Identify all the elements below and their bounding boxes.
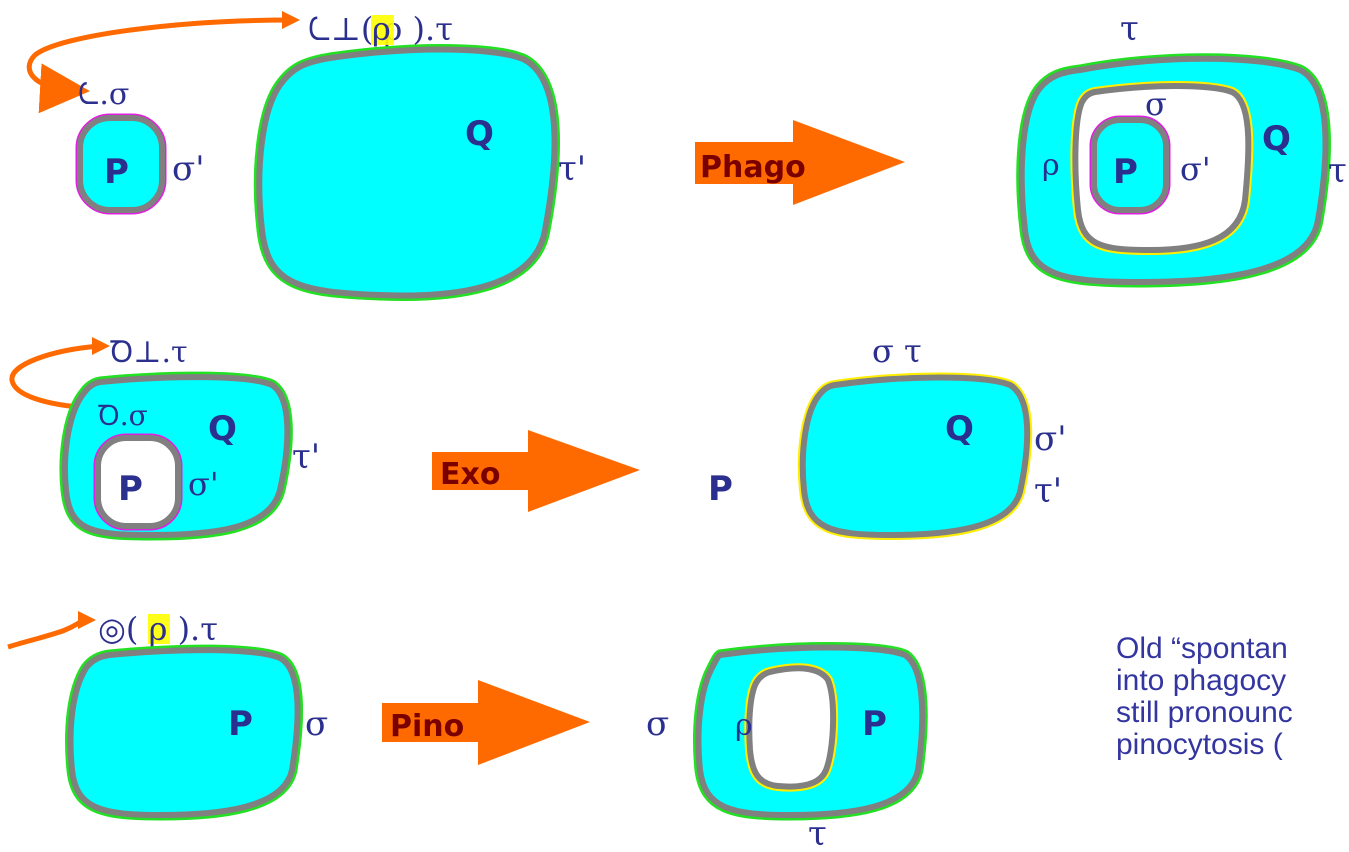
note-line-2: into phagocy xyxy=(1116,665,1349,697)
exo-interaction-arrow-head-top xyxy=(92,337,110,355)
historical-note: Old “spontan into phagocy still pronounc… xyxy=(1116,633,1349,761)
pino-after-tau: τ xyxy=(808,814,827,852)
p-label: P xyxy=(104,152,129,192)
pino-p-sigma: σ xyxy=(305,704,328,744)
phago-after-tau-prime: τ' xyxy=(1328,151,1349,191)
exo-after-sigma-prime: σ' xyxy=(1034,419,1067,459)
phago-interaction-arrow xyxy=(29,20,290,90)
pino-row: ◎( ρ ).τ P σ Pino σ ρ P τ xyxy=(8,610,922,852)
note-line-4: pinocytosis ( xyxy=(1116,729,1349,761)
exo-row: Ꝺ⊥.τ Ꝺ.σ Q P σ' τ' Exo P σ τ Q σ' τ' xyxy=(12,332,1067,535)
exo-p-sigma-prime: σ' xyxy=(188,465,219,503)
exo-q-tau-prime: τ' xyxy=(292,437,320,477)
pino-interaction-arrow xyxy=(8,620,84,647)
phago-after-tau: τ xyxy=(1120,9,1139,49)
phago-after-rho: ρ xyxy=(1042,148,1060,183)
exo-q-label: Q xyxy=(208,409,237,449)
pino-vacuole xyxy=(749,668,833,786)
exo-after-top: σ τ xyxy=(872,332,922,370)
pino-after-sigma: σ xyxy=(646,704,669,744)
q-cell xyxy=(259,50,554,296)
exo-p-label: P xyxy=(118,469,143,509)
exo-cup-label: Ꝺ⊥.τ xyxy=(110,335,188,370)
pino-p-cell xyxy=(71,650,298,815)
pino-prefix: ◎( xyxy=(98,610,138,648)
phago-after-p-label: P xyxy=(1113,152,1138,192)
exo-after-q-label: Q xyxy=(945,409,974,449)
p-sigma-prime: σ' xyxy=(172,149,205,189)
pino-label: ◎( ρ ).τ xyxy=(98,610,218,648)
exo-after-q-cell xyxy=(803,378,1027,536)
exo-cap-label: Ꝺ.σ xyxy=(98,399,148,432)
pino-after-p-label: P xyxy=(862,704,887,744)
note-line-3: still pronounc xyxy=(1116,697,1349,729)
q-tau-prime: τ' xyxy=(558,149,586,189)
exo-after-p-label: P xyxy=(708,469,733,509)
pino-after-rho: ρ xyxy=(735,708,753,743)
phago-after-sigma-prime: σ' xyxy=(1180,150,1211,188)
exo-op-label: Exo xyxy=(440,457,500,492)
pino-rho: ρ xyxy=(149,610,168,648)
exo-after-tau-prime: τ' xyxy=(1034,471,1062,511)
cup-rho-overlay: ρ xyxy=(372,10,391,48)
note-line-1: Old “spontan xyxy=(1116,633,1349,665)
pino-suffix: ).τ xyxy=(178,610,218,648)
cup-suffix: ).τ xyxy=(413,10,453,48)
q-label: Q xyxy=(465,114,494,154)
cup-prefix: ᘇ⊥( xyxy=(308,10,373,48)
pino-interaction-arrow-head xyxy=(78,611,96,629)
pino-p-label: P xyxy=(228,704,253,744)
phago-op-label: Phago xyxy=(700,150,806,185)
phago-row: ᘇ.σ P σ' ᘇ⊥( ρ ).τ ρ Q τ' Phago τ σ ρ P xyxy=(29,9,1349,296)
pino-op-label: Pino xyxy=(390,709,464,744)
phago-cap-label: ᘇ.σ xyxy=(78,77,129,112)
phago-interaction-arrow-head xyxy=(282,11,300,29)
phago-after-q-label: Q xyxy=(1262,119,1291,159)
